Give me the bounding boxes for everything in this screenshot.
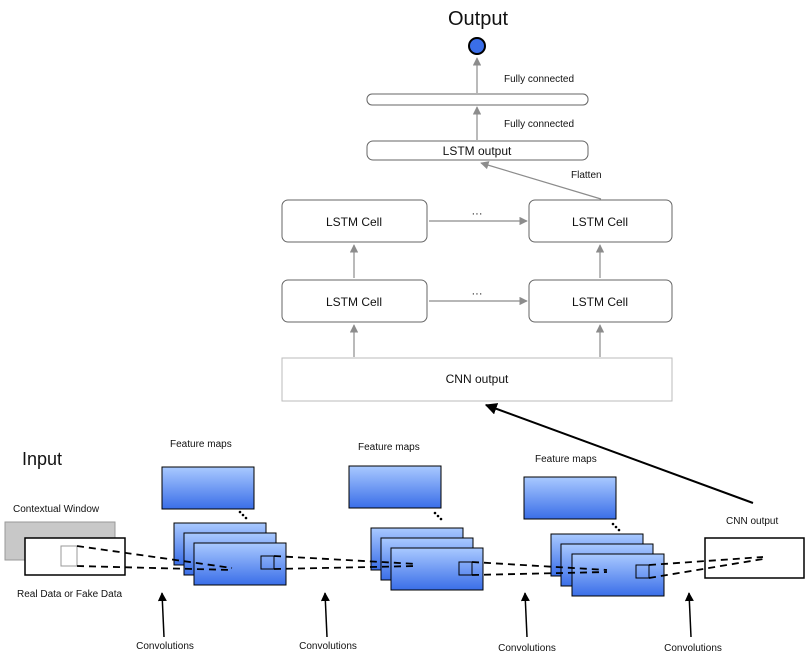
feature-maps-label-2: Feature maps	[358, 442, 420, 453]
dot	[614, 525, 618, 529]
kernel-square-1	[260, 555, 275, 570]
ellipsis-bottom: ···	[472, 288, 483, 300]
dashed-line	[648, 558, 764, 579]
dot	[241, 513, 245, 517]
kernel-square-2	[458, 561, 473, 576]
convolutions-label-3: Convolutions	[498, 643, 556, 654]
dot	[617, 528, 621, 532]
lstm-cell-label: LSTM Cell	[326, 295, 382, 309]
dot	[433, 511, 437, 515]
cnn-output-right-box	[704, 537, 805, 579]
dashed-line	[471, 571, 608, 576]
convolutions-label-4: Convolutions	[664, 643, 722, 654]
feature-map-single-3	[523, 476, 617, 520]
fc-label-top: Fully connected	[504, 74, 574, 85]
lstm-cell-bottom-left	[281, 279, 428, 323]
input-title: Input	[22, 449, 62, 469]
lstm-cell-top-right	[528, 199, 673, 243]
input-window-square	[60, 545, 78, 567]
conv-arrow-3	[520, 592, 530, 638]
feature-map-stack-3c	[571, 553, 665, 597]
feature-map-single-2	[348, 465, 442, 509]
conv-arrow-2	[320, 592, 330, 638]
feature-map-stack-2c	[390, 547, 484, 591]
arrow-cnn-feedback	[484, 403, 754, 504]
dot	[238, 510, 242, 514]
feature-map-single-1	[161, 466, 255, 510]
dashed-line	[471, 561, 608, 571]
lstm-cell-label: LSTM Cell	[572, 215, 628, 229]
dashed-line	[76, 545, 233, 569]
contextual-window-label: Contextual Window	[13, 504, 100, 515]
feature-maps-label-3: Feature maps	[535, 454, 597, 465]
output-node	[468, 37, 486, 55]
real-fake-label: Real Data or Fake Data	[17, 589, 122, 600]
lstm-cell-label: LSTM Cell	[572, 295, 628, 309]
dashed-line	[76, 565, 233, 571]
lstm-output-box	[366, 140, 589, 161]
dashed-connections	[76, 545, 764, 579]
lstm-cell-top-left	[281, 199, 428, 243]
fc-label-bottom: Fully connected	[504, 119, 574, 130]
cnn-output-box-label: CNN output	[446, 372, 509, 386]
dot	[439, 517, 443, 521]
arrow-flatten	[480, 161, 602, 200]
flatten-label: Flatten	[571, 170, 602, 181]
dot	[244, 516, 248, 520]
conv-arrow-1	[157, 592, 167, 638]
conv-arrow-4	[684, 592, 694, 638]
cnn-output-right-label: CNN output	[726, 516, 778, 527]
kernel-square-3	[635, 564, 650, 579]
convolutions-label-2: Convolutions	[299, 641, 357, 652]
output-title: Output	[448, 8, 508, 30]
input-box	[24, 537, 126, 576]
ellipsis-top: ···	[472, 208, 483, 220]
cnn-output-box	[281, 357, 673, 402]
lstm-output-label: LSTM output	[443, 144, 512, 158]
feature-maps-label-1: Feature maps	[170, 439, 232, 450]
lstm-cell-label: LSTM Cell	[326, 215, 382, 229]
dot	[436, 514, 440, 518]
dot	[611, 522, 615, 526]
lstm-cell-bottom-right	[528, 279, 673, 323]
convolutions-label-1: Convolutions	[136, 641, 194, 652]
fc-layer-box	[366, 93, 589, 106]
